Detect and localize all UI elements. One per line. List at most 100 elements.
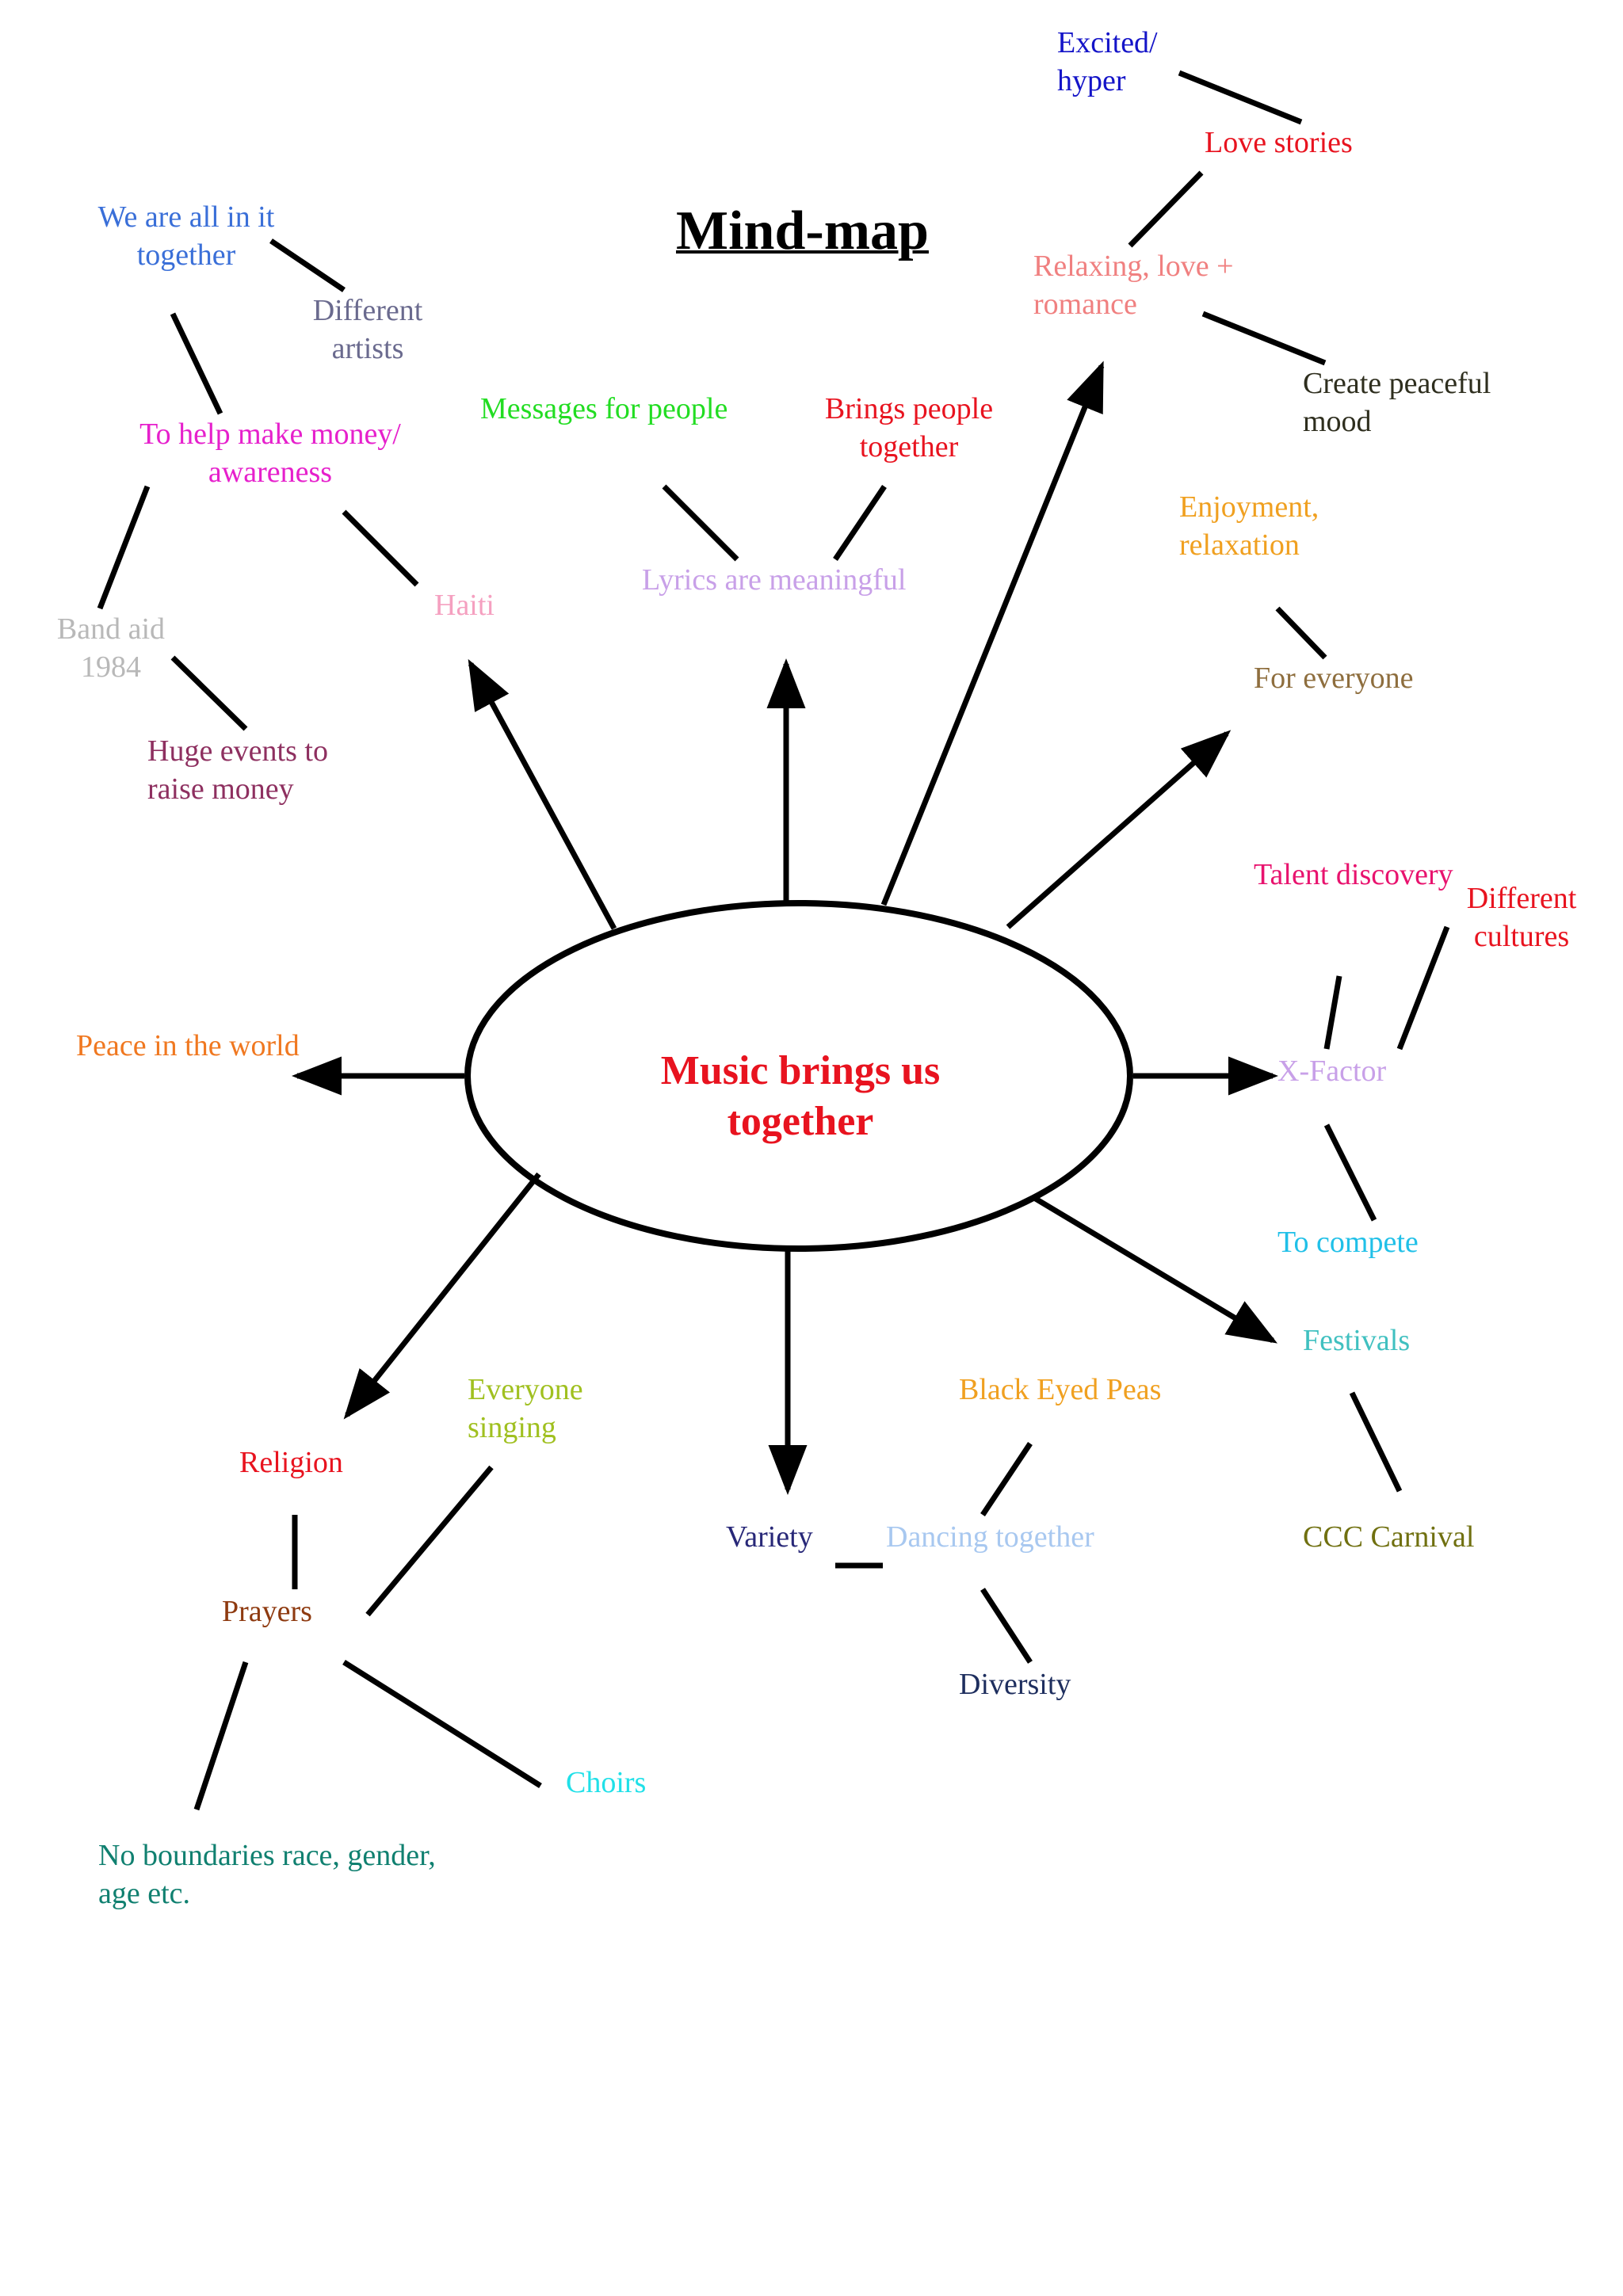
node-excited-hyper: Excited/ hyper bbox=[1057, 24, 1158, 100]
node-different-artists: Different artists bbox=[296, 292, 439, 368]
connector-talent-xfactor bbox=[1323, 975, 1342, 1050]
node-line: Everyone bbox=[468, 1373, 583, 1406]
node-line: Black Eyed Peas bbox=[959, 1373, 1162, 1406]
node-line: Different bbox=[312, 294, 423, 327]
node-band-aid: Band aid 1984 bbox=[44, 610, 178, 686]
node-relaxing-love-romance: Relaxing, love + romance bbox=[1033, 247, 1234, 323]
node-line: Love stories bbox=[1205, 126, 1353, 159]
central-topic-line-1: Music brings us bbox=[660, 1048, 941, 1093]
node-line: We are all in it bbox=[97, 200, 275, 234]
connector-love-relaxing bbox=[1128, 170, 1204, 248]
node-line: raise money bbox=[147, 772, 294, 806]
node-line: Different bbox=[1466, 882, 1577, 915]
node-create-peaceful-mood: Create peaceful mood bbox=[1303, 364, 1491, 441]
node-line: Diversity bbox=[959, 1668, 1071, 1701]
node-haiti: Haiti bbox=[434, 586, 495, 624]
connector-dancing-diversity bbox=[980, 1588, 1033, 1664]
node-line: CCC Carnival bbox=[1303, 1520, 1475, 1554]
node-line: Lyrics are meaningful bbox=[642, 563, 907, 597]
node-dancing-together: Dancing together bbox=[886, 1518, 1094, 1556]
node-line: together bbox=[859, 430, 959, 463]
node-line: Peace in the world bbox=[76, 1029, 300, 1062]
connector-money-haiti bbox=[342, 509, 419, 587]
arrow-to-festivals bbox=[1033, 1195, 1278, 1344]
node-we-are-all-in-it: We are all in it together bbox=[87, 198, 285, 274]
node-line: Create peaceful bbox=[1303, 367, 1491, 400]
node-line: Prayers bbox=[222, 1595, 312, 1628]
node-lyrics-meaningful: Lyrics are meaningful bbox=[642, 561, 906, 599]
connector-together-artists bbox=[269, 238, 346, 292]
arrow-to-haiti bbox=[468, 658, 617, 930]
node-no-boundaries: No boundaries race, gender, age etc. bbox=[98, 1836, 436, 1913]
node-choirs: Choirs bbox=[566, 1764, 646, 1802]
node-line: No boundaries race, gender, bbox=[98, 1839, 436, 1872]
node-line: Religion bbox=[239, 1446, 343, 1479]
node-messages-for-people: Messages for people bbox=[480, 390, 727, 428]
connector-singing-prayers bbox=[365, 1465, 494, 1617]
node-line: Haiti bbox=[434, 589, 495, 622]
node-love-stories: Love stories bbox=[1205, 124, 1353, 162]
node-talent-discovery: Talent discovery bbox=[1254, 856, 1453, 894]
connector-brings-lyrics bbox=[833, 485, 887, 561]
node-line: relaxation bbox=[1179, 528, 1300, 562]
node-line: To compete bbox=[1277, 1226, 1419, 1259]
connector-cultures-xfactor bbox=[1396, 925, 1450, 1051]
node-line: Relaxing, love + bbox=[1033, 250, 1234, 283]
connector-peas-dancing bbox=[980, 1442, 1033, 1516]
node-line: X-Factor bbox=[1277, 1055, 1387, 1088]
node-line: 1984 bbox=[81, 650, 141, 684]
node-line: Band aid bbox=[56, 612, 166, 646]
node-line: Huge events to bbox=[147, 734, 328, 768]
node-line: together bbox=[136, 238, 236, 272]
node-line: cultures bbox=[1473, 920, 1570, 953]
arrow-to-for-everyone bbox=[1006, 730, 1232, 929]
arrow-to-relaxing bbox=[880, 360, 1105, 906]
node-line: For everyone bbox=[1254, 662, 1414, 695]
central-ellipse bbox=[464, 900, 1133, 1252]
arrow-to-religion bbox=[343, 1172, 541, 1420]
node-huge-events: Huge events to raise money bbox=[147, 732, 328, 808]
node-line: romance bbox=[1033, 288, 1137, 321]
node-line: Choirs bbox=[566, 1766, 647, 1799]
connector-together-money bbox=[170, 312, 223, 415]
connector-festivals-carnival bbox=[1349, 1391, 1403, 1493]
connector-group bbox=[97, 70, 1450, 1811]
node-line: To help make money/ bbox=[139, 418, 401, 451]
node-variety: Variety bbox=[726, 1518, 813, 1556]
node-line: singing bbox=[468, 1411, 556, 1444]
connector-xfactor-compete bbox=[1323, 1123, 1377, 1222]
connector-prayers-choirs bbox=[342, 1660, 542, 1788]
connector-relaxing-peaceful bbox=[1201, 311, 1327, 366]
node-line: age etc. bbox=[98, 1877, 191, 1910]
connector-prayers-boundaries bbox=[193, 1661, 249, 1811]
arrow-group bbox=[292, 360, 1278, 1495]
node-peace-in-the-world: Peace in the world bbox=[76, 1027, 300, 1065]
connector-money-bandaid bbox=[97, 485, 151, 610]
node-prayers: Prayers bbox=[222, 1592, 312, 1630]
page-title: Mind-map bbox=[676, 200, 929, 261]
node-line: Excited/ bbox=[1057, 26, 1158, 59]
node-diversity: Diversity bbox=[959, 1665, 1071, 1703]
node-ccc-carnival: CCC Carnival bbox=[1303, 1518, 1474, 1556]
node-different-cultures: Different cultures bbox=[1450, 879, 1593, 955]
node-line: mood bbox=[1303, 405, 1372, 438]
node-to-compete: To compete bbox=[1277, 1223, 1419, 1261]
node-line: Messages for people bbox=[480, 392, 728, 425]
connector-bandaid-huge bbox=[170, 655, 248, 731]
node-everyone-singing: Everyone singing bbox=[468, 1371, 583, 1447]
node-line: Variety bbox=[726, 1520, 813, 1554]
node-line: hyper bbox=[1057, 64, 1126, 97]
node-line: Brings people bbox=[824, 392, 994, 425]
node-line: awareness bbox=[208, 456, 333, 489]
node-line: Dancing together bbox=[886, 1520, 1094, 1554]
node-line: Talent discovery bbox=[1254, 858, 1453, 891]
connector-enjoyment-everyone bbox=[1275, 606, 1327, 660]
node-religion: Religion bbox=[239, 1444, 343, 1482]
node-black-eyed-peas: Black Eyed Peas bbox=[959, 1371, 1161, 1409]
node-line: artists bbox=[331, 332, 404, 365]
node-for-everyone: For everyone bbox=[1254, 659, 1414, 697]
node-help-make-money: To help make money/ awareness bbox=[119, 415, 422, 491]
node-festivals: Festivals bbox=[1303, 1322, 1410, 1360]
